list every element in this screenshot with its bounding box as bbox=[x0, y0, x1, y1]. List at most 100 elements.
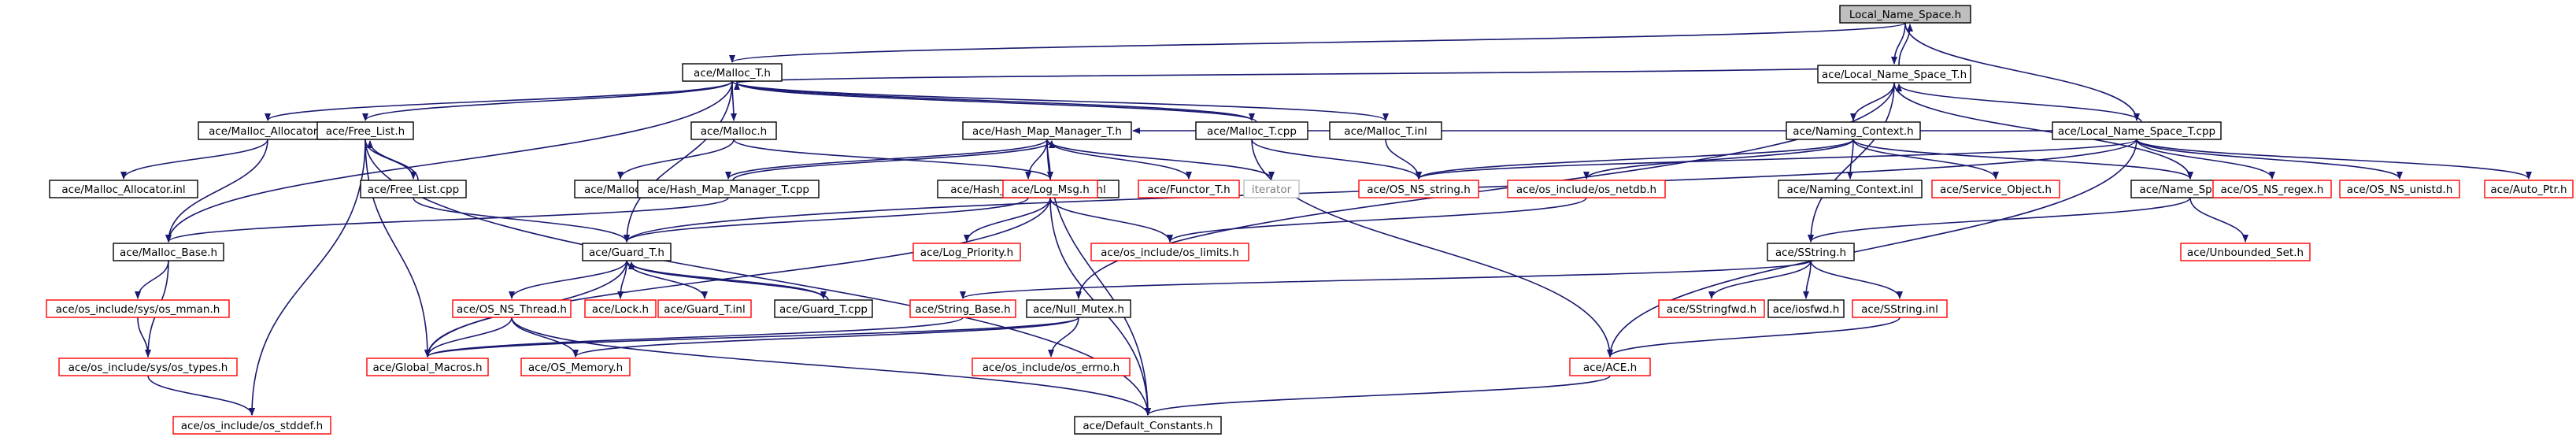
edge-line bbox=[1251, 139, 1613, 358]
include-edge-malloc_base_h-to-os_mman_h bbox=[135, 260, 169, 299]
node-ace-os-include-os-errno-h[interactable]: ace/os_include/os_errno.h bbox=[972, 358, 1131, 376]
edge-line bbox=[509, 260, 627, 299]
node-ace-os-include-os-limits-h[interactable]: ace/os_include/os_limits.h bbox=[1090, 243, 1249, 261]
node-ace-local-name-space-t-h[interactable]: ace/Local_Name_Space_T.h bbox=[1817, 65, 1971, 83]
node-ace-iosfwd-h[interactable]: ace/iosfwd.h bbox=[1767, 299, 1845, 318]
edge-line bbox=[1808, 197, 2191, 243]
node-box bbox=[912, 243, 1021, 261]
include-edge-malloc_t_h-to-malloc_t_inl bbox=[731, 80, 1389, 121]
node-ace-os-include-os-netdb-h[interactable]: ace/os_include/os_netdb.h bbox=[1507, 180, 1666, 198]
node-ace-os-ns-regex-h[interactable]: ace/OS_NS_regex.h bbox=[2212, 180, 2332, 198]
node-ace-log-priority-h[interactable]: ace/Log_Priority.h bbox=[912, 243, 1021, 261]
node-ace-sstringfwd-h[interactable]: ace/SStringfwd.h bbox=[1658, 299, 1765, 318]
node-ace-ace-h[interactable]: ace/ACE.h bbox=[1569, 358, 1651, 376]
include-edge-hmm_t_inl-to-guard_t_h bbox=[624, 197, 1029, 243]
node-ace-malloc-allocator-h[interactable]: ace/Malloc_Allocator.h bbox=[198, 121, 338, 140]
node-label: ace/Free_List.h bbox=[326, 125, 405, 138]
node-ace-naming-context-h[interactable]: ace/Naming_Context.h bbox=[1786, 121, 1921, 140]
edge-line bbox=[1852, 139, 1999, 180]
include-edge-hmm_t_h-to-iterator bbox=[1046, 139, 1275, 180]
include-edge-lns_t_cpp-to-ace_h bbox=[1607, 139, 2137, 358]
node-ace-local-name-space-t-cpp[interactable]: ace/Local_Name_Space_T.cpp bbox=[2052, 121, 2222, 140]
node-ace-malloc-t-h[interactable]: ace/Malloc_T.h bbox=[682, 63, 783, 82]
node-box bbox=[1329, 121, 1442, 140]
node-ace-os-ns-thread-h[interactable]: ace/OS_NS_Thread.h bbox=[452, 299, 572, 318]
node-ace-string-base-h[interactable]: ace/String_Base.h bbox=[909, 299, 1016, 318]
edge-line bbox=[120, 139, 268, 180]
edge-line bbox=[511, 317, 1151, 416]
include-edge-lns_h-to-lns_t_cpp bbox=[1904, 22, 2140, 121]
node-box bbox=[1002, 180, 1098, 198]
edge-line bbox=[147, 375, 255, 416]
node-box bbox=[316, 121, 414, 140]
node-ace-unbounded-set-h[interactable]: ace/Unbounded_Set.h bbox=[2180, 243, 2311, 261]
node-ace-functor-t-h[interactable]: ace/Functor_T.h bbox=[1138, 180, 1240, 198]
node-ace-malloc-h[interactable]: ace/Malloc.h bbox=[690, 121, 777, 140]
include-edge-hmm_t_h-to-functor_t_h bbox=[1046, 139, 1192, 180]
node-box bbox=[172, 416, 331, 435]
edge-line bbox=[1416, 139, 1854, 180]
include-edge-null_mutex_h-to-os_errno_h bbox=[1048, 317, 1079, 358]
node-ace-naming-context-inl[interactable]: ace/Naming_Context.inl bbox=[1778, 180, 1923, 198]
node-ace-malloc-allocator-inl[interactable]: ace/Malloc_Allocator.inl bbox=[49, 180, 198, 198]
include-edge-free_list_cpp-to-free_list_h bbox=[367, 140, 419, 181]
node-label: ace/os_include/os_errno.h bbox=[983, 361, 1120, 374]
edge-line bbox=[511, 317, 579, 358]
node-ace-os-include-os-stddef-h[interactable]: ace/os_include/os_stddef.h bbox=[172, 416, 331, 435]
node-ace-service-object-h[interactable]: ace/Service_Object.h bbox=[1931, 180, 2060, 198]
node-ace-lock-h[interactable]: ace/Lock.h bbox=[584, 299, 657, 318]
node-ace-guard-t-h[interactable]: ace/Guard_T.h bbox=[582, 243, 672, 261]
node-box bbox=[584, 299, 657, 318]
include-edge-os_ns_thread_h-to-global_macros_h bbox=[424, 317, 513, 358]
node-label: ace/String_Base.h bbox=[915, 303, 1010, 316]
node-ace-os-ns-unistd-h[interactable]: ace/OS_NS_unistd.h bbox=[2339, 180, 2460, 198]
node-box bbox=[1817, 65, 1971, 83]
node-label: ace/os_include/os_netdb.h bbox=[1516, 183, 1656, 196]
node-ace-auto-ptr-h[interactable]: ace/Auto_Ptr.h bbox=[2484, 180, 2574, 198]
include-edge-lns_h-to-malloc_t_h bbox=[729, 22, 1906, 63]
node-box bbox=[962, 121, 1132, 140]
node-ace-default-constants-h[interactable]: ace/Default_Constants.h bbox=[1074, 416, 1222, 435]
node-ace-guard-t-cpp[interactable]: ace/Guard_T.cpp bbox=[774, 299, 873, 318]
include-edge-hmm_t_cpp-to-malloc_base_h bbox=[165, 197, 729, 243]
node-label: ace/Default_Constants.h bbox=[1083, 420, 1212, 432]
node-ace-null-mutex-h[interactable]: ace/Null_Mutex.h bbox=[1026, 299, 1131, 318]
node-ace-os-memory-h[interactable]: ace/OS_Memory.h bbox=[520, 358, 631, 376]
node-box bbox=[657, 299, 752, 318]
edge-line bbox=[617, 139, 735, 180]
node-box bbox=[452, 299, 572, 318]
node-label: ace/Malloc_T.inl bbox=[1344, 125, 1427, 138]
node-ace-os-ns-string-h[interactable]: ace/OS_NS_string.h bbox=[1358, 180, 1479, 198]
node-ace-global-macros-h[interactable]: ace/Global_Macros.h bbox=[366, 358, 489, 376]
edge-line bbox=[1046, 139, 1192, 180]
edge-line bbox=[1607, 317, 1901, 358]
node-box bbox=[682, 63, 783, 82]
include-edge-sstring_h-to-string_base_h bbox=[960, 260, 1812, 299]
edge-line bbox=[626, 260, 827, 299]
node-ace-malloc-t-cpp[interactable]: ace/Malloc_T.cpp bbox=[1195, 121, 1308, 140]
node-label: ace/SStringfwd.h bbox=[1667, 303, 1756, 316]
include-edge-lns_t_h-to-sstring_h bbox=[1808, 82, 1895, 243]
node-box bbox=[58, 358, 238, 376]
node-label: ace/Log_Msg.h bbox=[1011, 183, 1090, 196]
node-ace-sstring-h[interactable]: ace/SString.h bbox=[1767, 243, 1855, 261]
edge-line bbox=[1898, 24, 1913, 66]
node-ace-os-include-sys-os-mman-h[interactable]: ace/os_include/sys/os_mman.h bbox=[46, 299, 230, 318]
edge-line bbox=[362, 80, 733, 121]
node-ace-guard-t-inl[interactable]: ace/Guard_T.inl bbox=[657, 299, 752, 318]
node-ace-log-msg-h[interactable]: ace/Log_Msg.h bbox=[1002, 180, 1098, 198]
include-edge-os_ns_thread_h-to-default_constants_h bbox=[511, 317, 1151, 416]
node-ace-hash-map-manager-t-h[interactable]: ace/Hash_Map_Manager_T.h bbox=[962, 121, 1132, 140]
node-ace-sstring-inl[interactable]: ace/SString.inl bbox=[1852, 299, 1948, 318]
node-ace-free-list-cpp[interactable]: ace/Free_List.cpp bbox=[360, 180, 467, 198]
node-ace-hash-map-manager-t-cpp[interactable]: ace/Hash_Map_Manager_T.cpp bbox=[637, 180, 820, 198]
include-edge-sstring_h-to-sstringfwd_h bbox=[1708, 260, 1812, 299]
node-ace-os-include-sys-os-types-h[interactable]: ace/os_include/sys/os_types.h bbox=[58, 358, 238, 376]
edge-line bbox=[1046, 139, 1275, 180]
node-ace-malloc-base-h[interactable]: ace/Malloc_Base.h bbox=[113, 243, 224, 261]
node-ace-malloc-t-inl[interactable]: ace/Malloc_T.inl bbox=[1329, 121, 1442, 140]
node-ace-free-list-h[interactable]: ace/Free_List.h bbox=[316, 121, 414, 140]
node-label: ace/Local_Name_Space_T.h bbox=[1822, 69, 1967, 81]
include-edge-string_base_h-to-global_macros_h bbox=[424, 317, 964, 358]
